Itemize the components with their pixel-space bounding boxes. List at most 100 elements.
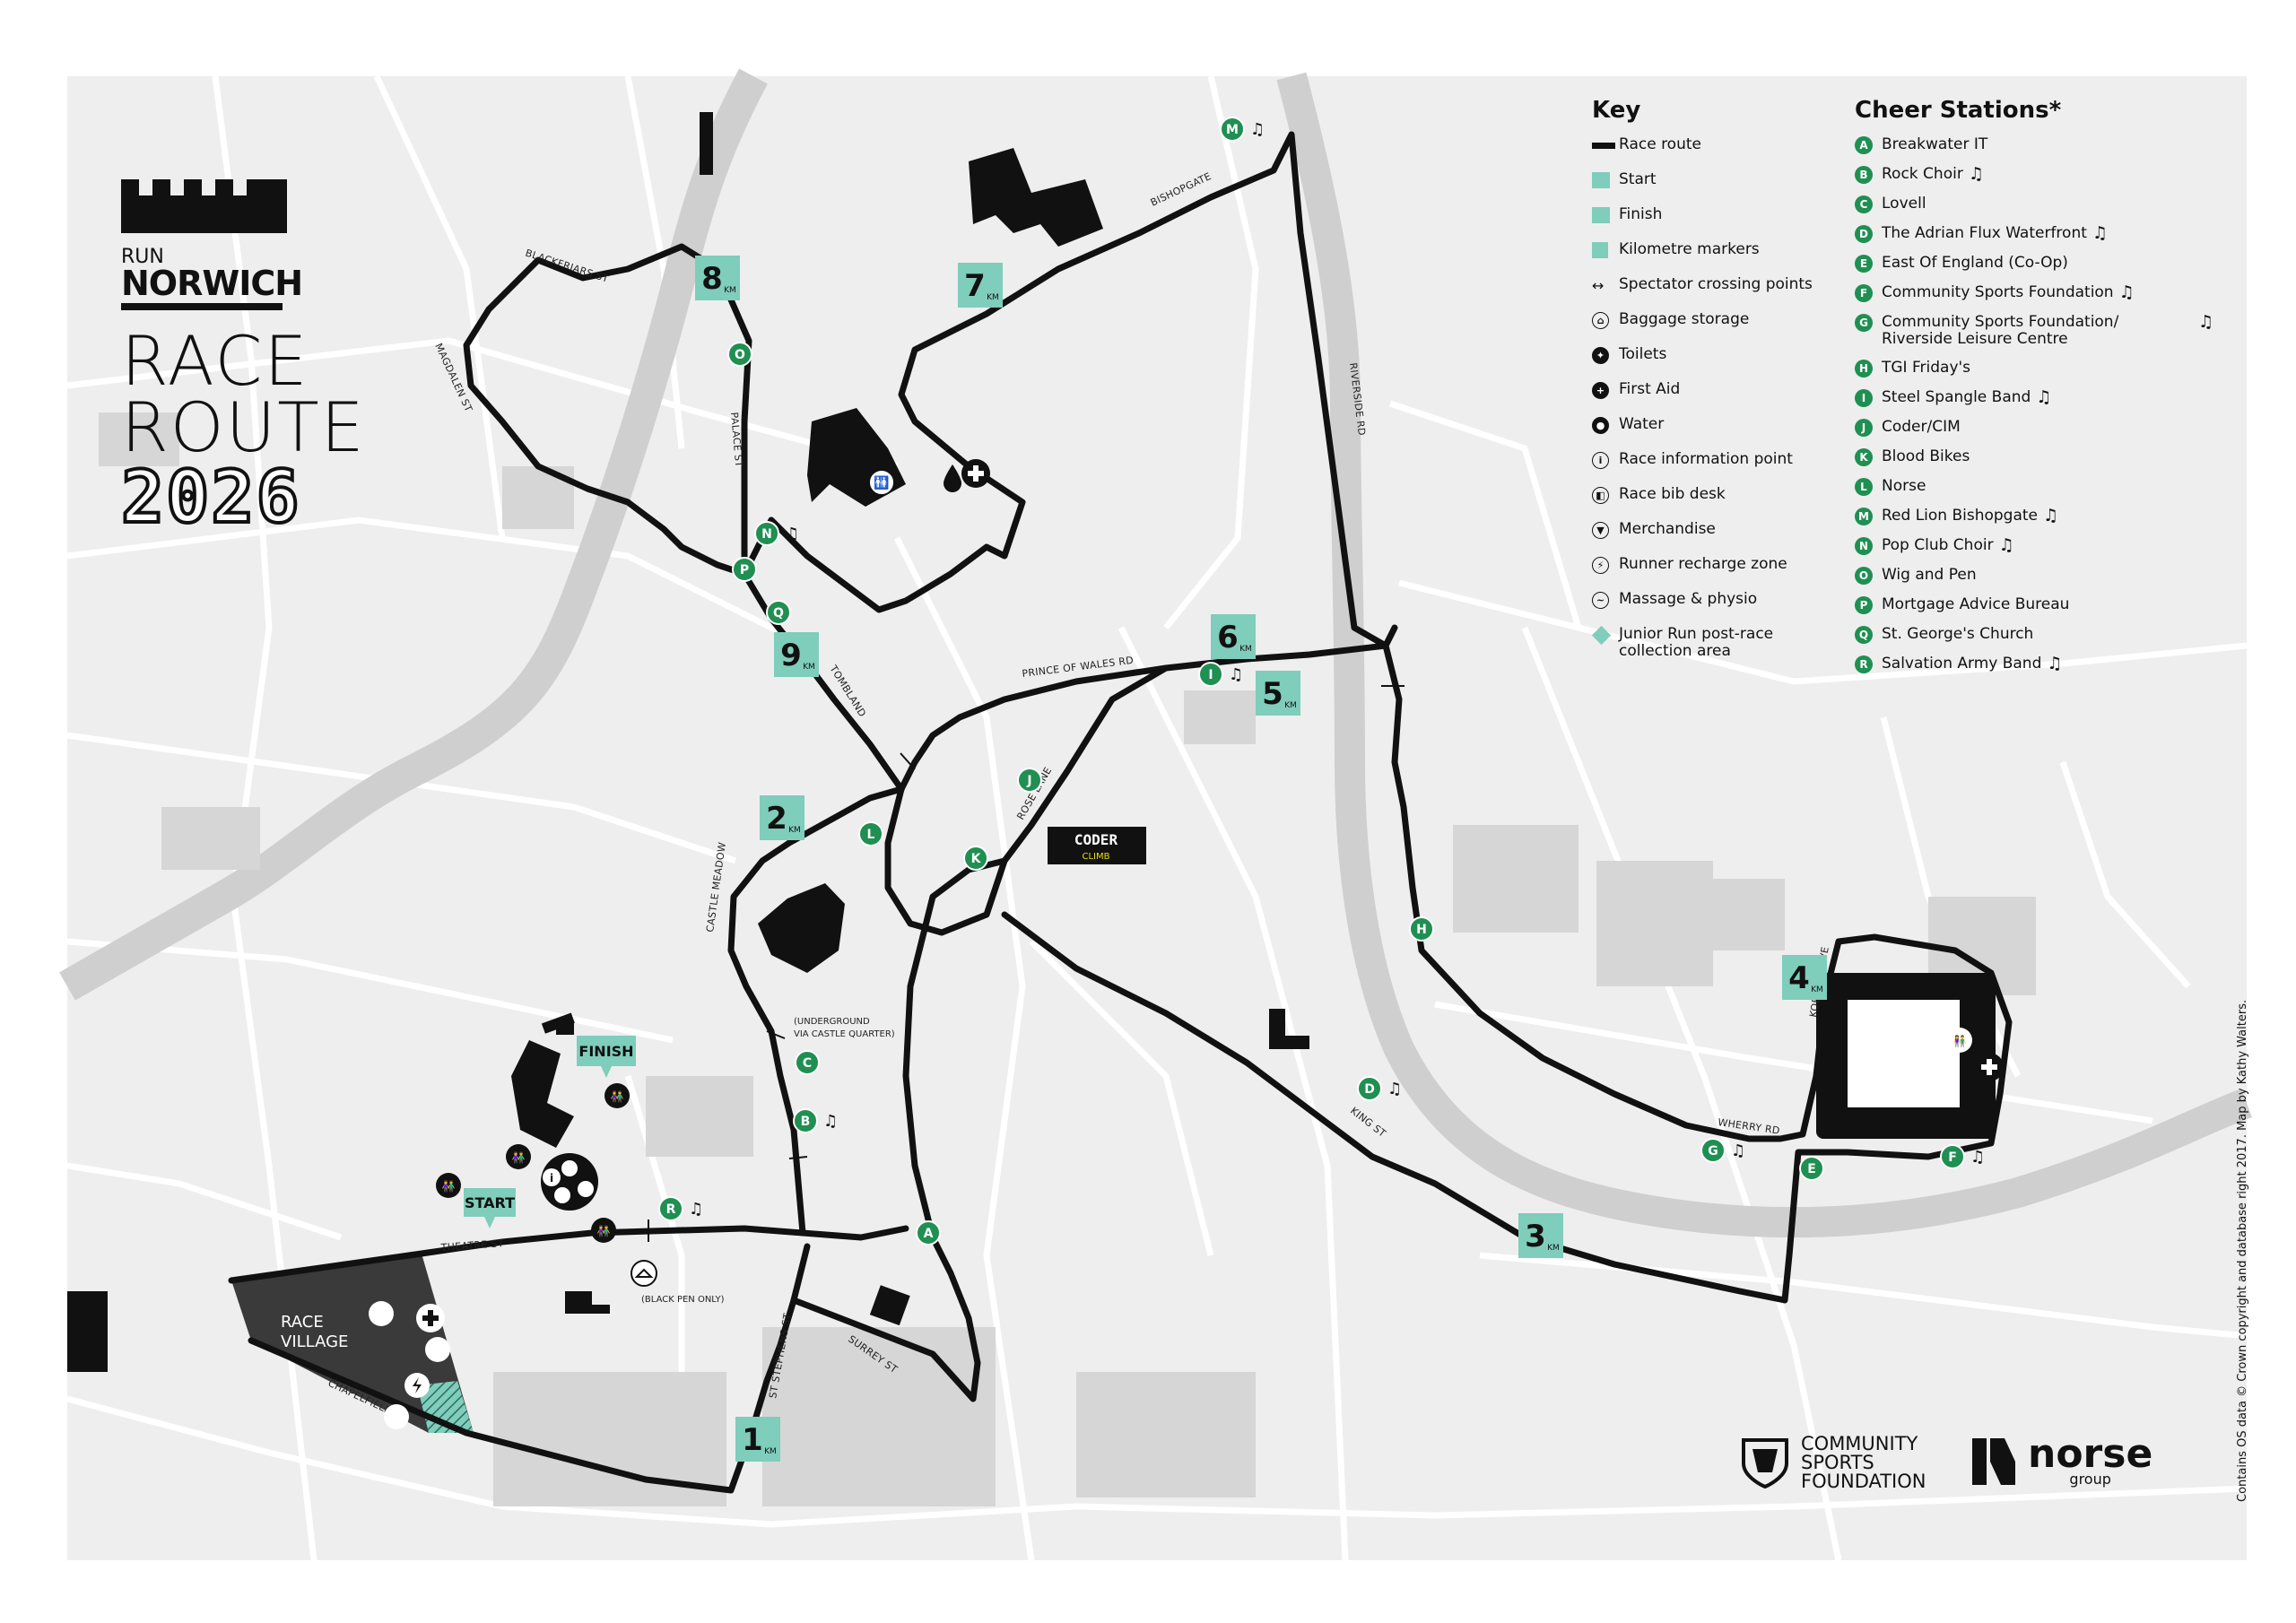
bib-icon: ◧ [1592,486,1619,504]
cheer-marker-dot [916,1220,941,1245]
km-marker-box [760,795,804,840]
km-marker-number: 3 [1525,1219,1546,1254]
key-item: Start [1592,171,1843,189]
km-marker-unit: KM [987,293,999,302]
cheer-marker-o: O [727,342,752,367]
key-item-label: Spectator crossing points [1619,275,1813,293]
cheer-marker-c: C [795,1050,820,1075]
cheer-marker-dot [1940,1144,1965,1169]
cheer-letter-badge: R [1855,655,1873,673]
cheer-marker-letter: E [1807,1162,1816,1176]
river-east [1276,72,2252,1238]
cheer-letter-badge: B [1855,166,1873,184]
first-aid-icon [1975,1053,2004,1081]
cheer-station-name: Salvation Army Band [1882,655,2042,673]
svg-text:👫: 👫 [512,1151,526,1164]
km-marker-number: 6 [1217,620,1239,655]
music-note-icon: ♫ [823,1112,838,1131]
hanger-icon: ⌂ [1592,311,1619,329]
cheer-marker-dot [1700,1138,1726,1163]
first-aid-icon [416,1304,445,1332]
cheer-marker-letter: C [803,1056,812,1071]
cheer-letter-badge: L [1855,478,1873,496]
logo-norwich: NORWICH [121,264,303,303]
cheer-marker-dot [793,1108,818,1133]
cheer-marker-dot [1198,662,1223,687]
street-label-palace: PALACE ST [728,412,744,468]
cheer-letter-badge: M [1855,508,1873,525]
cheer-station-name: Breakwater IT [1882,135,1988,153]
sponsor-community-sports-foundation: COMMUNITY SPORTS FOUNDATION [1740,1435,1935,1491]
cheer-station-name: St. George's Church [1882,625,2034,643]
title-route: ROUTE [121,387,366,467]
cheer-marker-letter: P [740,563,749,577]
key-item-label: Massage & physio [1619,590,1758,608]
key-item-label: Start [1619,170,1657,188]
street-label-theatre: THEATRE ST [439,1237,504,1254]
key-item-label: Runner recharge zone [1619,555,1787,573]
toilets-icon: 👫 [436,1173,461,1198]
logo-underline [121,303,283,310]
cheer-letter-badge: E [1855,255,1873,273]
key-item-label: Race bib desk [1619,485,1726,503]
cheer-letter-badge: N [1855,537,1873,555]
key-item-label: Finish [1619,205,1663,223]
water-drop-icon [1976,1089,1994,1116]
cheer-item: O Wig and Pen [1855,567,2213,585]
cheer-station-name: Wig and Pen [1882,566,1977,584]
key-item: +First Aid [1592,381,1843,399]
key-item: Junior Run post-race collection area [1591,625,1843,660]
km-marker-unit: KM [764,1447,777,1456]
cheer-letter-badge: K [1855,448,1873,466]
key-item-label: Merchandise [1619,520,1716,538]
toilets-icon: 👫 [604,1083,630,1108]
carrow-road-stadium [1816,973,1996,1139]
race-village-label-1: RACE [281,1313,324,1332]
building-blocks [99,412,2036,1506]
km-marker-box [1518,1213,1563,1258]
key-item: ▼Merchandise [1592,521,1843,539]
key-item-label: Race route [1619,135,1701,153]
cheer-marker-letter: G [1708,1144,1718,1159]
cheer-marker-letter: L [867,828,875,842]
cheer-marker-r: R♫ [658,1196,703,1221]
cheer-marker-f: F♫ [1940,1144,1985,1169]
cheer-marker-dot [658,1196,683,1221]
music-note-icon: ♫ [2043,506,2059,525]
music-note-icon: ♫ [2047,654,2063,673]
cheer-station-name: Mortgage Advice Bureau [1882,595,2070,613]
cheer-heading: Cheer Stations* [1855,97,2062,124]
start-label: START [465,1194,515,1211]
csf-shield-icon [1742,1437,1788,1488]
km-marker-unit: KM [1811,985,1823,994]
finish-tag-symbol [1592,206,1619,224]
music-note-icon: ♫ [1387,1080,1402,1098]
cheer-marker-k: K [963,846,988,871]
cheer-marker-l: L [858,821,883,846]
cheer-marker-e: E [1799,1156,1824,1181]
music-note-icon: ♫ [1998,535,2014,555]
cheer-letter-badge: Q [1855,626,1873,644]
key-item: Kilometre markers [1592,241,1843,259]
coder-text: CODER [1074,831,1118,848]
svg-text:👫: 👫 [442,1180,456,1193]
music-note-icon: ♫ [689,1200,703,1219]
key-item: ⚡Runner recharge zone [1592,556,1843,574]
key-item-label: Junior Run post-race collection area [1619,625,1774,660]
water-drop-icon: ● [1592,416,1619,434]
cheer-letter-badge: O [1855,567,1873,585]
cheer-marker-dot [795,1050,820,1075]
cheer-station-name: Community Sports Foundation/ Riverside L… [1882,313,2119,348]
